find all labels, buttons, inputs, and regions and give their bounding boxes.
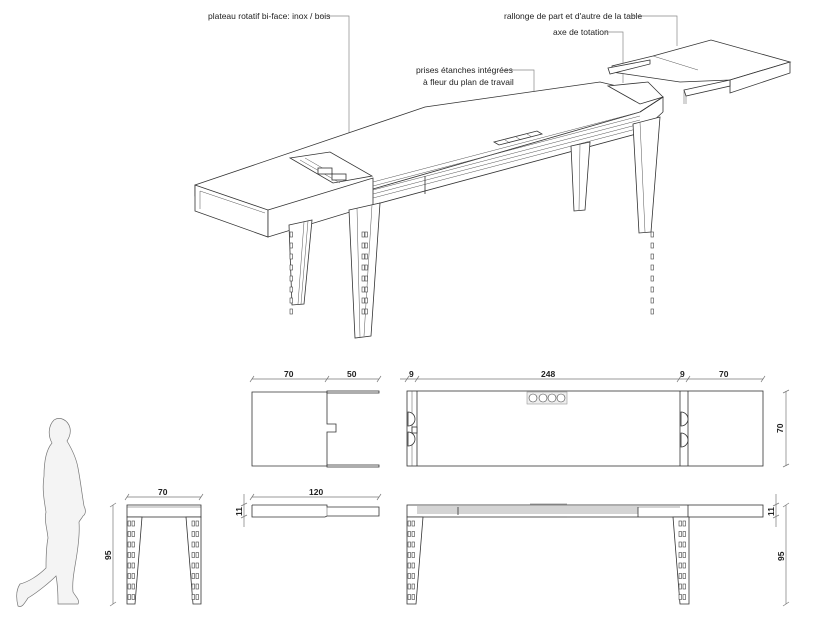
- annotation-plateau: plateau rotatif bi-face: inox / bois: [208, 11, 350, 147]
- extension-piece: [607, 39, 792, 104]
- extension-rail-right: [683, 79, 731, 97]
- front-leg-right: [672, 516, 690, 605]
- plan-table-outline: [406, 390, 764, 467]
- side-leg-left: [126, 516, 143, 605]
- side-view-top: [126, 504, 202, 518]
- annotation-axe: axe de totation: [553, 27, 624, 83]
- dim-extension-thickness-11: 11: [234, 507, 244, 516]
- dim-extension-70: 70: [719, 369, 729, 379]
- plan-extension: 70 50: [249, 369, 382, 468]
- rotation-joint: [288, 151, 374, 184]
- perspective-leg-front-right: [348, 202, 381, 339]
- hinge-plate-b: [331, 173, 347, 181]
- side-view: 70 95: [103, 487, 204, 607]
- plateau-leader-line: [321, 15, 350, 146]
- dim-end-left-9: 9: [409, 369, 414, 379]
- socket-3: [547, 393, 557, 403]
- dim-extension-70: 70: [284, 369, 294, 379]
- dim-depth-70: 70: [775, 423, 785, 433]
- front-leg-left: [406, 516, 424, 605]
- socket-2: [538, 393, 548, 403]
- front-top: [406, 504, 764, 518]
- dim-side-width-70: 70: [158, 487, 168, 497]
- rallonge-label: rallonge de part et d'autre de la table: [504, 11, 642, 21]
- plan-table: 9 248 9 70 70: [400, 369, 790, 468]
- socket-4: [556, 393, 566, 403]
- socket-1: [528, 393, 538, 403]
- extension-edge: [729, 61, 791, 94]
- front-elevation: 11 95: [406, 494, 790, 607]
- prises-label-line2: à fleur du plan de travail: [423, 77, 514, 87]
- dim-side-height-95: 95: [103, 550, 113, 560]
- rallonge-leader-line: [627, 15, 678, 46]
- perspective-leg-back-right: [632, 116, 661, 234]
- plateau-label: plateau rotatif bi-face: inox / bois: [208, 11, 330, 21]
- dim-front-thickness-11: 11: [766, 507, 776, 516]
- axe-label: axe de totation: [553, 27, 609, 37]
- prises-label-line1: prises étanches intégrées: [416, 65, 513, 75]
- dim-front-height-95: 95: [776, 551, 786, 561]
- far-rotation-joint: [606, 81, 664, 105]
- side-rails: [372, 96, 664, 206]
- tabletop-surface: [194, 81, 664, 223]
- dim-extension-length-120: 120: [309, 487, 323, 497]
- perspective-leg-back-left: [570, 141, 591, 212]
- side-leg-slots: [127, 520, 199, 600]
- hinge-plate-a: [317, 167, 333, 175]
- front-leg-slots: [407, 520, 686, 600]
- dim-extension-50: 50: [347, 369, 357, 379]
- leg-slot-holes: [289, 231, 654, 315]
- extension-elevation: 120 11: [234, 487, 382, 527]
- dim-end-right-9: 9: [680, 369, 685, 379]
- annotation-rallonge: rallonge de part et d'autre de la table: [504, 11, 678, 46]
- human-scale-figure: [16, 418, 86, 607]
- dim-main-248: 248: [541, 369, 555, 379]
- extension-rail-left: [607, 59, 651, 75]
- side-leg-right: [185, 516, 202, 605]
- perspective-table: [194, 39, 792, 339]
- axe-leader-line: [605, 31, 624, 83]
